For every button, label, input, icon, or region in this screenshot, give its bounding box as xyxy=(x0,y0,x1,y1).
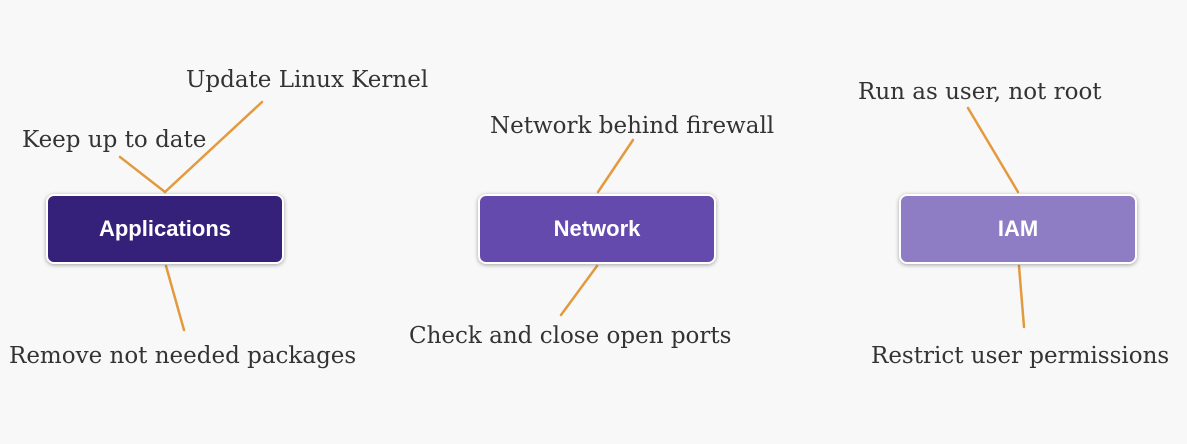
applications-box: Applications xyxy=(46,194,284,264)
note-update-kernel: Update Linux Kernel xyxy=(186,67,429,93)
iam-box: IAM xyxy=(899,194,1137,264)
note-run-as-user: Run as user, not root xyxy=(858,79,1102,105)
note-restrict-permissions: Restrict user permissions xyxy=(871,343,1170,369)
connector-remove-packages xyxy=(164,264,186,332)
applications-label: Applications xyxy=(98,216,231,241)
connector-keep-up-to-date xyxy=(118,155,167,194)
connector-restrict-permissions xyxy=(1017,264,1026,329)
network-label: Network xyxy=(553,216,641,241)
note-keep-up-to-date: Keep up to date xyxy=(22,127,207,153)
note-remove-packages: Remove not needed packages xyxy=(9,343,357,369)
note-network-firewall: Network behind firewall xyxy=(490,113,775,139)
connector-close-ports xyxy=(559,264,599,317)
connector-run-as-user xyxy=(966,106,1020,194)
network-box: Network xyxy=(478,194,716,264)
connector-update-kernel xyxy=(163,100,264,194)
connector-network-firewall xyxy=(596,138,635,194)
note-close-ports: Check and close open ports xyxy=(409,323,732,349)
iam-label: IAM xyxy=(997,216,1039,241)
